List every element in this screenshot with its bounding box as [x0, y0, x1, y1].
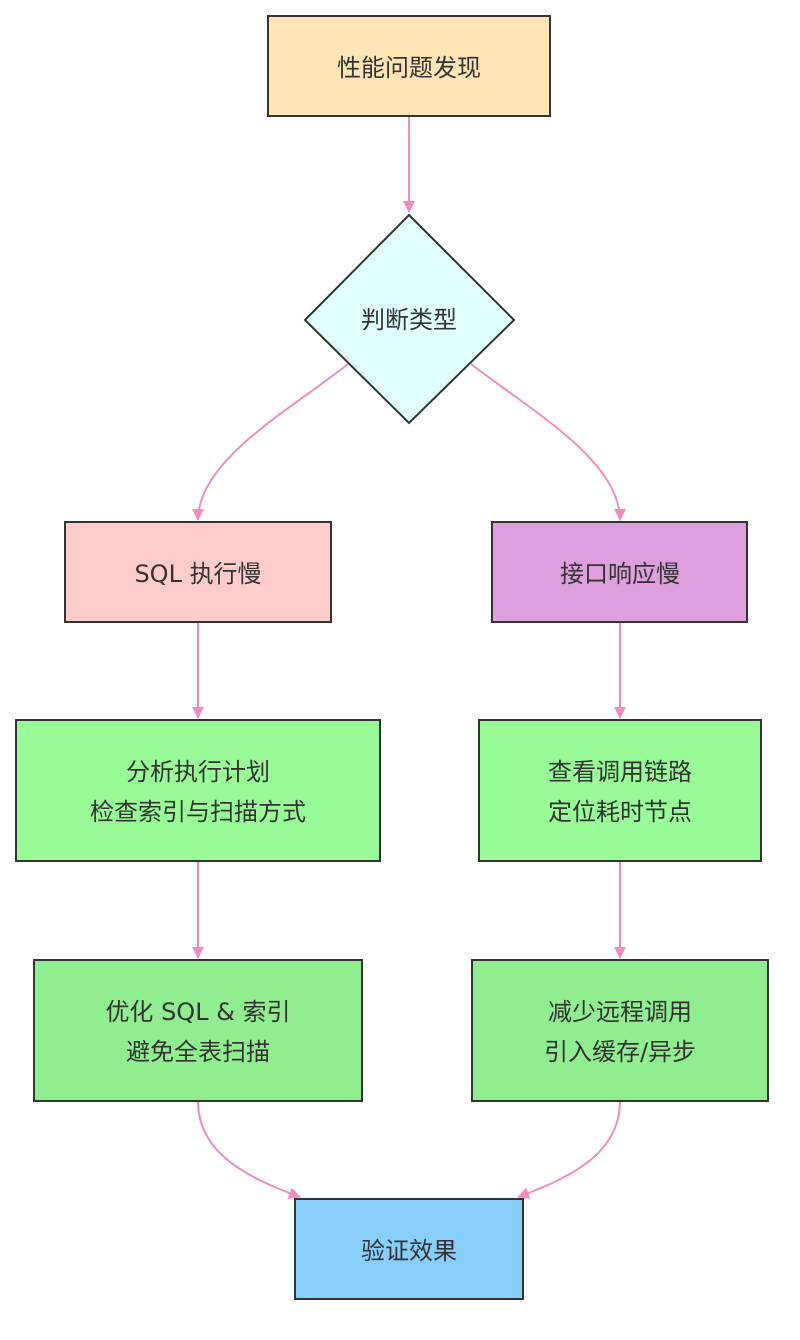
node-start-label: 性能问题发现: [337, 54, 481, 82]
node-check-trace-line-2: 定位耗时节点: [548, 798, 692, 826]
node-reduce-calls-line-1: 减少远程调用: [548, 998, 692, 1026]
node-analyze-plan-line-2: 检查索引与扫描方式: [90, 798, 306, 826]
node-verify: 验证效果: [294, 1198, 524, 1300]
node-reduce-calls-box: [471, 959, 769, 1102]
node-api-slow: 接口响应慢: [491, 521, 748, 623]
node-check-trace: 查看调用链路 定位耗时节点: [478, 719, 762, 862]
edge-optimize-sql-to-verify: [197, 1100, 301, 1199]
node-sql-slow: SQL 执行慢: [64, 521, 332, 623]
edge-reduce-calls-to-verify: [517, 1100, 621, 1199]
node-start-box: [267, 15, 551, 117]
node-reduce-calls-line-2: 引入缓存/异步: [544, 1038, 696, 1066]
node-decision: 判断类型: [303, 213, 516, 425]
node-check-trace-box: [478, 719, 762, 862]
node-optimize-sql-line-1: 优化 SQL & 索引: [105, 998, 290, 1026]
edges: [192, 116, 626, 1199]
node-analyze-plan-box: [15, 719, 381, 862]
node-decision-diamond: [303, 213, 516, 425]
node-analyze-plan-line-1: 分析执行计划: [126, 758, 270, 786]
node-decision-label: 判断类型: [361, 306, 457, 334]
node-optimize-sql-line-2: 避免全表扫描: [126, 1038, 270, 1066]
node-reduce-calls: 减少远程调用 引入缓存/异步: [471, 959, 769, 1102]
node-optimize-sql-box: [33, 959, 363, 1102]
edge-decision-to-api-slow: [470, 363, 626, 521]
node-analyze-plan: 分析执行计划 检查索引与扫描方式: [15, 719, 381, 862]
node-sql-slow-label: SQL 执行慢: [134, 560, 261, 588]
node-check-trace-line-1: 查看调用链路: [548, 758, 692, 786]
edge-decision-to-sql-slow: [192, 363, 349, 521]
node-sql-slow-box: [64, 521, 332, 623]
node-optimize-sql: 优化 SQL & 索引 避免全表扫描: [33, 959, 363, 1102]
node-start: 性能问题发现: [267, 15, 551, 117]
node-api-slow-box: [491, 521, 748, 623]
node-verify-label: 验证效果: [361, 1237, 457, 1265]
node-api-slow-label: 接口响应慢: [560, 560, 680, 588]
node-verify-box: [294, 1198, 524, 1300]
